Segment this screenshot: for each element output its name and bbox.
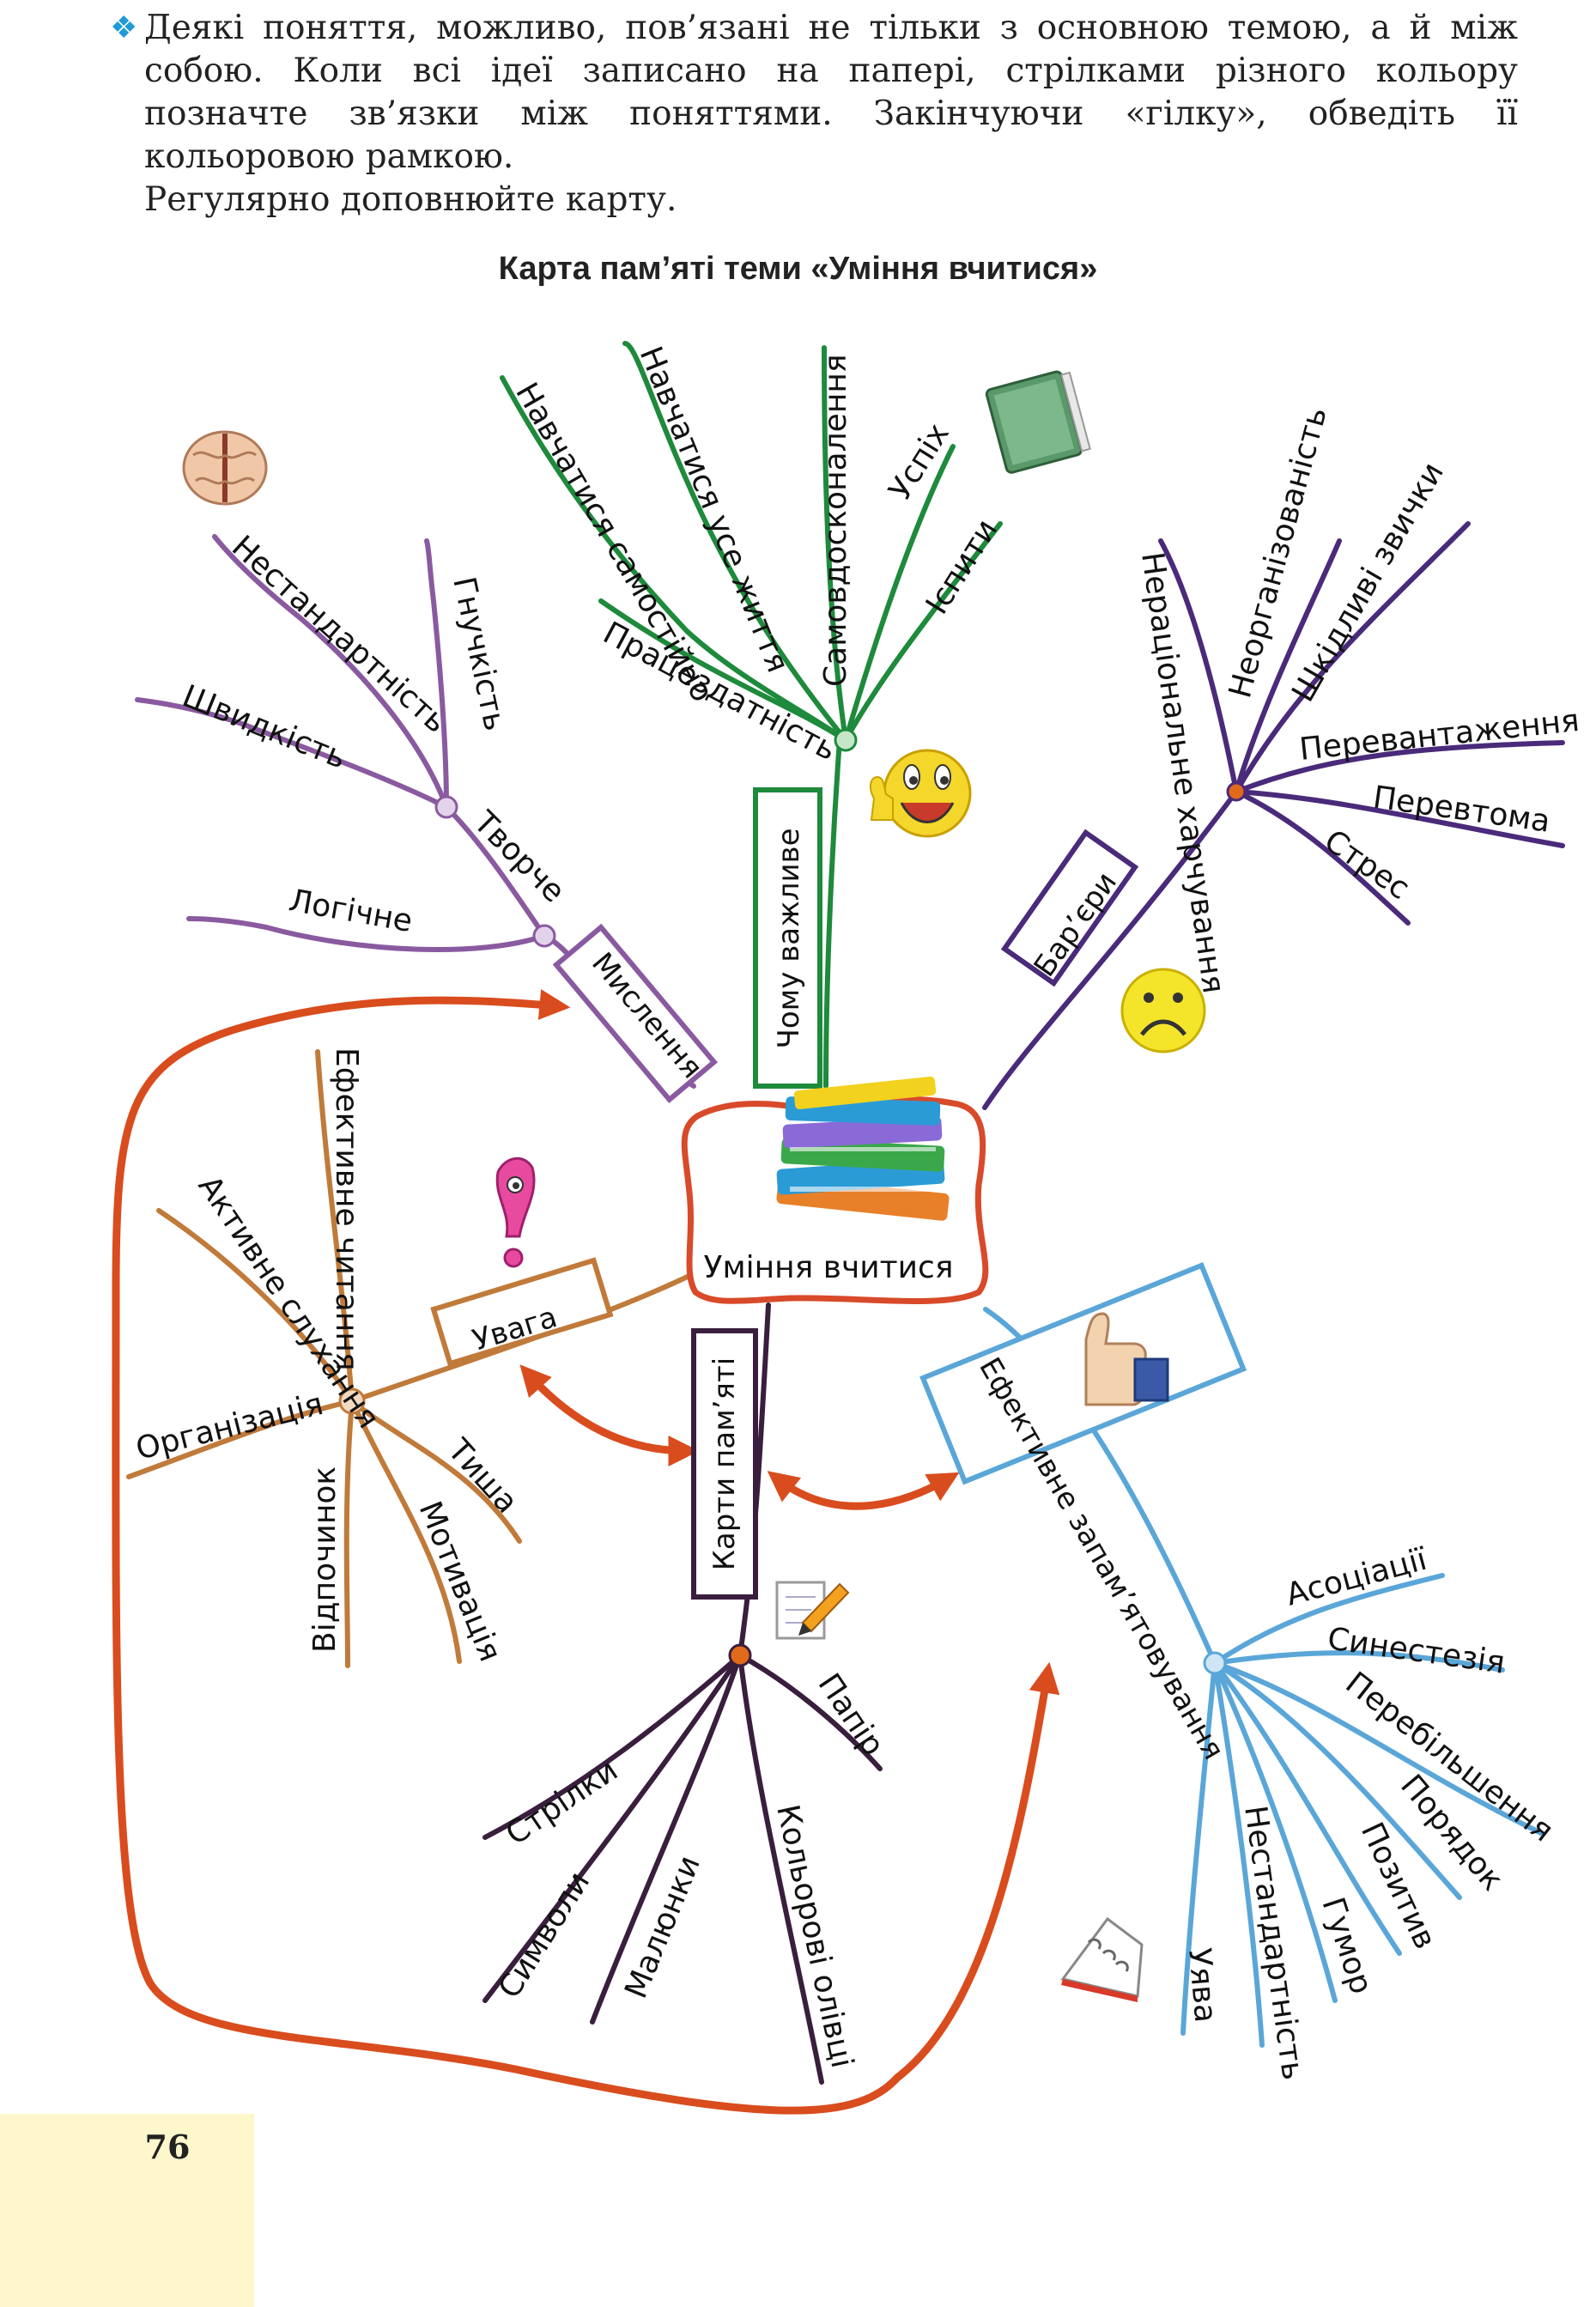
- label-mindmaps: Карти пам’яті: [707, 1357, 742, 1571]
- leaves-important: Навчатися самостійно Навчатися усе життя…: [508, 342, 1004, 768]
- leaf-organization: Організація: [132, 1387, 326, 1467]
- pencil-paper-icon: [775, 1581, 850, 1640]
- center-node: Уміння вчитися: [681, 1076, 989, 1305]
- book-icon: [985, 370, 1091, 474]
- leaf-synesthesia: Синестезія: [1326, 1621, 1508, 1681]
- leaf-rest: Відпочинок: [307, 1466, 343, 1653]
- leaf-arrows: Стрілки: [500, 1752, 624, 1852]
- branch-attention: [126, 1049, 694, 1668]
- branch-thinking-label: Мислення: [552, 923, 718, 1103]
- brain-icon: [182, 430, 268, 506]
- leaf-silence: Тиша: [440, 1432, 525, 1521]
- center-label: Уміння вчитися: [704, 1250, 954, 1285]
- branch-memory: [983, 1307, 1544, 2048]
- leaf-associations: Асоціації: [1283, 1541, 1431, 1612]
- books-stack-icon: [776, 1076, 950, 1221]
- leaf-flexibility: Гнучкість: [446, 574, 513, 733]
- leaf-effective-reading: Ефективне читання: [329, 1047, 364, 1371]
- leaves-thinking: Творче Логічне Нестандартність Гнучкість…: [178, 529, 572, 939]
- leaf-speed: Швидкість: [178, 678, 351, 776]
- branch-barriers-label: Бар’єри: [1000, 829, 1139, 987]
- leaf-logical: Логічне: [286, 883, 415, 939]
- branch-barriers: [982, 521, 1565, 1110]
- leaf-self-improvement: Самовдосконалення: [818, 354, 853, 687]
- leaf-colored-pencils: Кольорові олівці: [769, 1801, 859, 2071]
- branch-important-label: Чому важливе: [753, 787, 822, 1089]
- intro-line-2: Регулярно доповнюйте карту.: [144, 180, 677, 219]
- connection-arrows: [112, 989, 1060, 2115]
- bullet-icon: ❖: [110, 10, 138, 46]
- branch-important: [500, 341, 1003, 1089]
- leaf-motivation: Мотивація: [412, 1497, 508, 1667]
- branch-mindmaps-label: Карти пам’яті: [691, 1328, 758, 1600]
- double-arrow-left: [519, 1364, 700, 1466]
- leaves-memory: Асоціації Синестезія Перебільшення Поряд…: [1181, 1541, 1560, 2082]
- leaf-exams: Іспити: [919, 513, 1004, 621]
- double-arrow-right: [767, 1471, 960, 1510]
- smiley-thumbs-up-icon: [869, 749, 972, 838]
- branch-thinking: [135, 534, 696, 1089]
- sad-face-icon: [1120, 968, 1206, 1053]
- intro-text: ❖ Деякі поняття, можливо, пов’язані не т…: [110, 7, 1518, 222]
- page-number: 76: [144, 2128, 191, 2166]
- leaf-creative: Творче: [466, 804, 572, 910]
- page-number-box: [0, 2114, 254, 2307]
- branch-memory-label: Ефективне запам’ятовування: [919, 1261, 1247, 1765]
- branch-attention-label: Увага: [430, 1257, 614, 1367]
- intro-paragraph: Деякі поняття, можливо, пов’язані не тіл…: [144, 9, 1518, 176]
- notebook-icon: [1060, 1916, 1144, 2002]
- leaf-positive: Позитив: [1354, 1817, 1443, 1954]
- leaf-nonstandard-memory: Нестандартність: [1237, 1804, 1310, 2082]
- label-important: Чому важливе: [772, 829, 806, 1049]
- leaf-fatigue: Перевтома: [1371, 780, 1552, 840]
- leaves-barriers: Нераціональне харчування Неорганізованіс…: [1134, 404, 1581, 996]
- leaf-stress: Стрес: [1318, 823, 1416, 907]
- leaf-irrational-nutrition: Нераціональне харчування: [1134, 550, 1231, 996]
- leaf-imagination: Уява: [1181, 1946, 1223, 2024]
- map-title: Карта пам’яті теми «Уміння вчитися»: [498, 251, 1098, 287]
- exclamation-character-icon: [495, 1157, 536, 1268]
- loop-arrow: [112, 989, 901, 2115]
- leaf-overload: Перевантаження: [1298, 703, 1581, 768]
- thumbs-up-hand-icon: [1084, 1312, 1169, 1406]
- loop-arrow-end: [893, 1661, 1060, 2082]
- leaf-symbols: Символи: [492, 1866, 597, 2005]
